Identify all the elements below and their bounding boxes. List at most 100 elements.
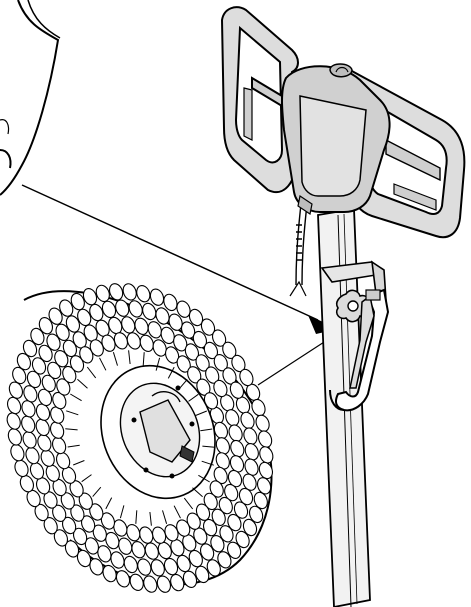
bristle-tuft: [23, 385, 38, 403]
bristle-tuft: [21, 400, 36, 418]
bristle-tuft: [12, 366, 27, 385]
bristle-tuft: [137, 558, 152, 576]
bristle-tuft: [226, 541, 242, 559]
bristle-tuft: [110, 551, 125, 569]
bristle-tuft: [173, 334, 188, 352]
bristle-tuft: [147, 321, 162, 339]
disc-rib: [162, 510, 168, 524]
disc-rib: [66, 410, 79, 416]
bristle-tuft: [242, 473, 257, 491]
bristle-tuft: [176, 355, 191, 373]
bristle-tuft: [128, 300, 143, 318]
disc-rib: [192, 487, 203, 498]
disc-rib: [135, 510, 138, 524]
machine-handle: [220, 6, 466, 239]
bristle-tuft: [211, 508, 226, 526]
disc-rib: [128, 350, 131, 365]
bristle-tuft: [238, 487, 254, 506]
partial-curved-part: [0, 0, 61, 196]
disc-rib: [119, 505, 125, 519]
bristle-tuft: [184, 343, 200, 361]
holder-hook[interactable]: [329, 288, 390, 412]
bristle-tuft: [38, 344, 53, 363]
bristle-tuft: [151, 526, 167, 544]
bristle-tuft: [10, 444, 25, 462]
bristle-tuft: [52, 391, 67, 410]
bristle-tuft: [213, 466, 228, 485]
bristle-tuft: [239, 368, 254, 387]
bristle-tuft: [209, 480, 224, 498]
bristle-tuft: [180, 321, 196, 339]
bristle-tuft: [242, 518, 258, 537]
bristle-tuft: [229, 455, 245, 473]
disc-rib: [99, 357, 107, 371]
disc-rib: [81, 474, 92, 483]
bristle-tuft: [35, 403, 51, 421]
bristle-tuft: [203, 492, 218, 511]
bristle-tuft: [150, 559, 165, 577]
bristle-tuft: [126, 332, 141, 350]
disc-rib: [202, 445, 215, 448]
bristle-tuft: [35, 418, 50, 437]
disc-rib: [149, 511, 152, 526]
bristle-tuft: [155, 307, 170, 325]
bristle-tuft: [136, 285, 151, 303]
disc-rib: [70, 393, 82, 402]
bristle-tuft: [143, 575, 158, 593]
bristle-tuft: [142, 302, 157, 321]
bristle-tuft: [113, 332, 129, 350]
bristle-tuft: [200, 318, 216, 336]
bristle-tuft: [26, 370, 42, 389]
bristle-tuft: [258, 461, 274, 480]
bristle-tuft: [192, 330, 208, 349]
disc-hub: [100, 364, 216, 500]
bristle-tuft: [80, 515, 96, 533]
bristle-tuft: [105, 531, 120, 550]
bristle-tuft: [123, 555, 138, 574]
bristle-tuft: [31, 357, 47, 375]
bristle-tuft: [235, 530, 250, 549]
bristle-tuft: [37, 388, 53, 407]
bristle-tuft: [115, 570, 131, 588]
bristle-tuft: [41, 374, 56, 393]
bristle-tuft: [195, 503, 211, 521]
bristle-tuft: [218, 496, 233, 515]
bristle-tuft: [55, 323, 70, 341]
disc-rib: [65, 428, 78, 431]
bristle-tuft: [72, 527, 88, 546]
bristle-tuft: [229, 381, 245, 399]
bristle-tuft: [149, 288, 165, 306]
bristle-tuft: [97, 545, 112, 563]
bristle-tuft: [6, 412, 21, 430]
disc-rib: [201, 460, 214, 466]
bristle-tuft: [139, 526, 154, 544]
disc-rib: [77, 378, 88, 389]
bristle-tuft: [256, 477, 272, 495]
bristle-tuft: [84, 537, 100, 555]
bristle-tuft: [100, 512, 116, 530]
bristle-tuft: [61, 516, 77, 535]
disc-rib: [178, 379, 188, 390]
bristle-tuft: [224, 483, 239, 502]
bristle-tuft: [56, 378, 71, 396]
disc-rib: [188, 393, 199, 402]
bristle-tuft: [156, 575, 172, 593]
bristle-tuft: [38, 317, 54, 335]
bristle-tuft: [47, 361, 62, 380]
bristle-tuft: [163, 293, 178, 312]
disc-rib: [73, 460, 85, 466]
disc-rib: [173, 505, 181, 519]
bristle-tuft: [227, 469, 243, 488]
bristle-tuft: [92, 524, 107, 542]
bristle-tuft: [257, 430, 273, 448]
disc-rib: [167, 366, 175, 379]
bristle-tuft: [227, 513, 242, 532]
bristle-tuft: [152, 339, 167, 357]
bristle-tuft: [253, 491, 268, 510]
bristle-tuft: [131, 541, 146, 559]
bristle-tuft: [22, 339, 38, 358]
bristle-tuft: [118, 537, 133, 555]
bristle-tuft: [54, 350, 69, 368]
